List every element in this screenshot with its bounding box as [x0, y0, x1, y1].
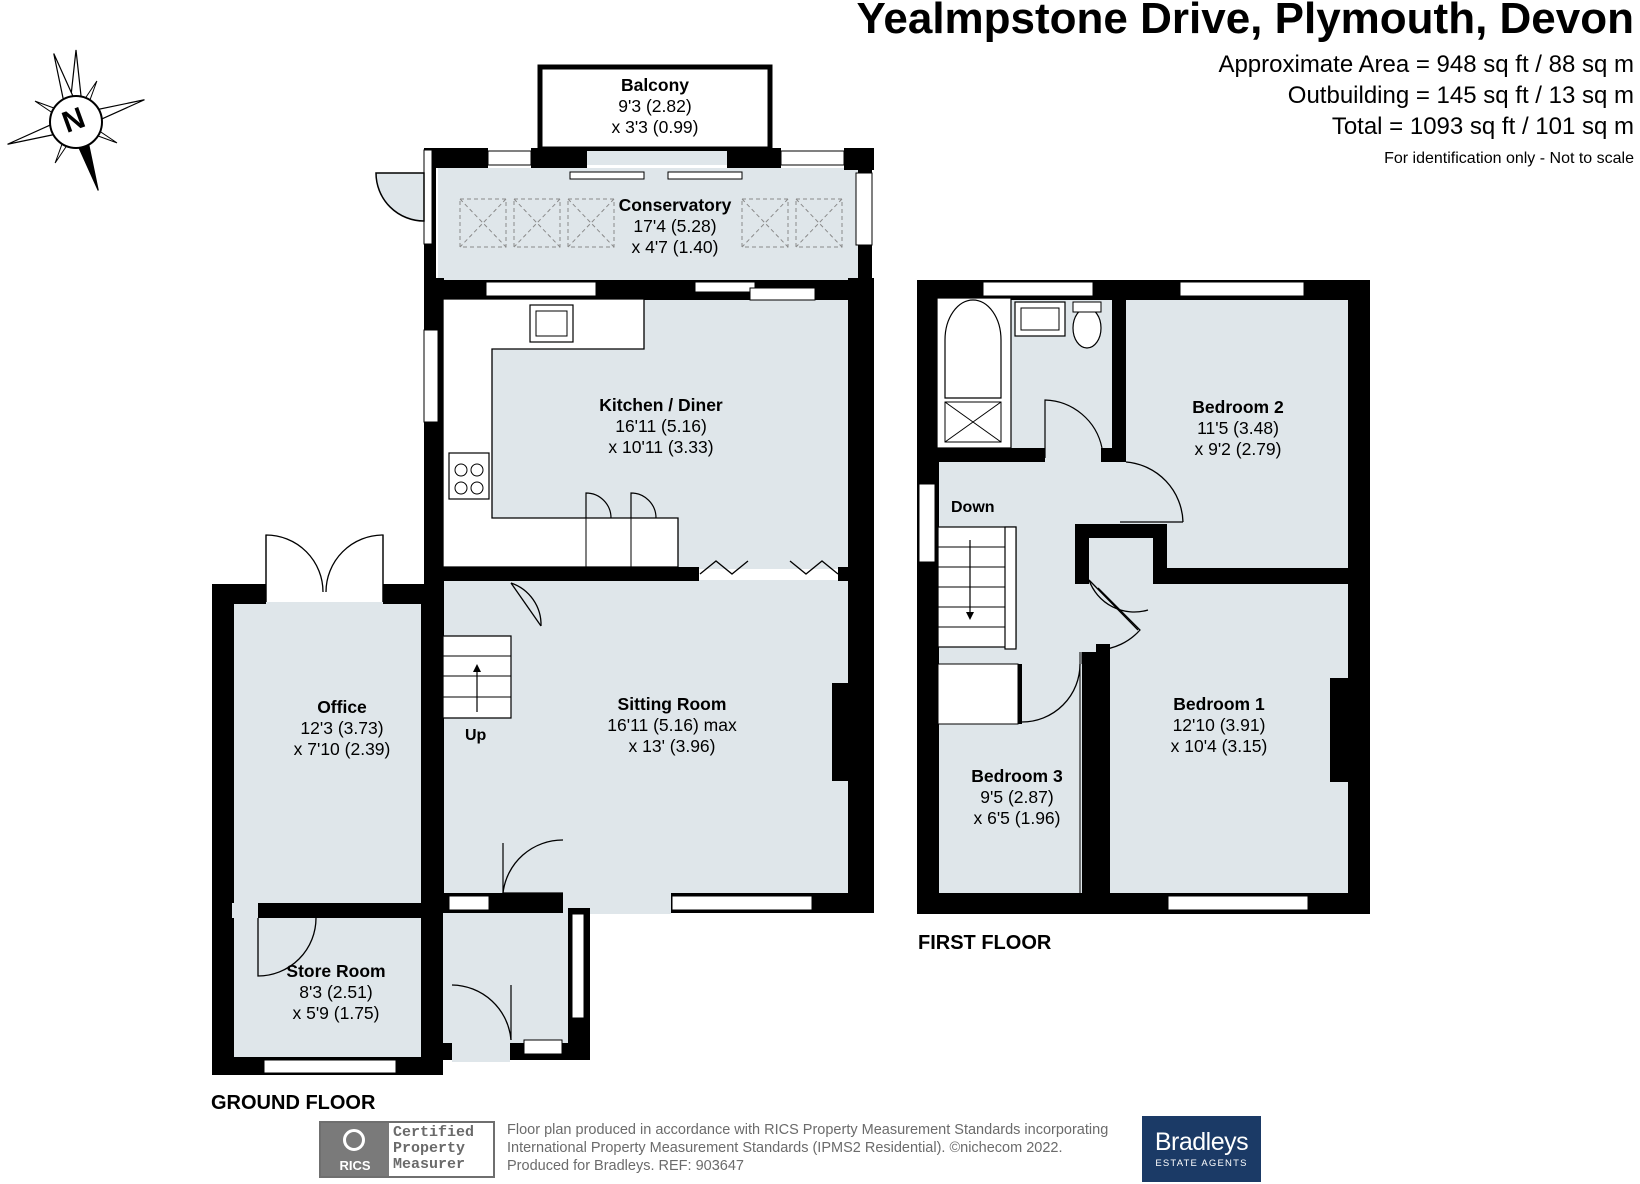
room-kitchen-diner: Kitchen / Diner 16'11 (5.16) x 10'11 (3.…	[599, 395, 723, 458]
room-dimension: 16'11 (5.16) max	[607, 715, 737, 735]
room-dimension: 12'10 (3.91)	[1172, 715, 1266, 735]
room-dimension: 16'11 (5.16)	[615, 416, 707, 436]
first-floor-plan	[917, 280, 1370, 914]
room-name: Balcony	[620, 75, 690, 95]
rics-certified-badge: RICS Certified Property Measurer	[319, 1121, 495, 1178]
property-title: Yealmpstone Drive, Plymouth, Devon	[856, 0, 1634, 43]
room-name: Conservatory	[618, 195, 732, 215]
room-dimension: 12'3 (3.73)	[300, 718, 384, 738]
room-dimension: x 7'10 (2.39)	[293, 739, 391, 759]
room-office: Office 12'3 (3.73) x 7'10 (2.39)	[294, 697, 391, 760]
room-dimension: x 6'5 (1.96)	[973, 808, 1061, 828]
room-name: Sitting Room	[617, 694, 727, 714]
stairs-up-label: Up	[465, 727, 487, 744]
note-line: International Property Measurement Stand…	[507, 1140, 1063, 1156]
room-name: Store Room	[286, 961, 386, 981]
measurement-standards-note: Floor plan produced in accordance with R…	[507, 1121, 1108, 1175]
room-dimension: 11'5 (3.48)	[1197, 418, 1279, 438]
room-dimension: x 10'4 (3.15)	[1170, 736, 1268, 756]
rics-logo: RICS	[321, 1123, 389, 1176]
rics-emblem-icon	[343, 1129, 365, 1151]
room-dimension: 8'3 (2.51)	[299, 982, 373, 1002]
room-sitting-room: Sitting Room 16'11 (5.16) max x 13' (3.9…	[607, 694, 736, 757]
room-dimension: 9'3 (2.82)	[618, 96, 692, 116]
room-dimension: x 13' (3.96)	[628, 736, 716, 756]
room-dimension: x 5'9 (1.75)	[292, 1003, 380, 1023]
stairs-down-label: Down	[951, 499, 995, 516]
room-name: Office	[317, 697, 367, 717]
room-dimension: x 10'11 (3.33)	[608, 437, 714, 457]
room-dimension: x 9'2 (2.79)	[1194, 439, 1282, 459]
room-bedroom-2: Bedroom 2 11'5 (3.48) x 9'2 (2.79)	[1192, 397, 1283, 460]
room-dimension: x 4'7 (1.40)	[631, 237, 719, 257]
bradleys-logo: Bradleys ESTATE AGENTS	[1142, 1116, 1261, 1182]
total-area: Total = 1093 sq ft / 101 sq m	[1331, 113, 1634, 140]
first-floor-label: FIRST FLOOR	[918, 932, 1052, 954]
room-name: Kitchen / Diner	[599, 395, 723, 415]
room-name: Bedroom 1	[1173, 694, 1265, 714]
rics-badge-text: Certified Property Measurer	[393, 1125, 474, 1173]
approximate-area: Approximate Area = 948 sq ft / 88 sq m	[1218, 51, 1634, 78]
room-name: Bedroom 2	[1192, 397, 1284, 417]
note-line: Produced for Bradleys. REF: 903647	[507, 1158, 744, 1174]
rics-line: Property	[393, 1140, 466, 1157]
brand-name: Bradleys	[1154, 1128, 1249, 1156]
rics-logo-text: RICS	[339, 1158, 371, 1173]
room-balcony: Balcony 9'3 (2.82) x 3'3 (0.99)	[612, 75, 699, 138]
compass-rose-icon	[7, 49, 145, 191]
room-name: Bedroom 3	[971, 766, 1063, 786]
note-line: Floor plan produced in accordance with R…	[507, 1122, 1109, 1138]
room-bedroom-1: Bedroom 1 12'10 (3.91) x 10'4 (3.15)	[1171, 694, 1268, 757]
ground-floor-label: GROUND FLOOR	[211, 1092, 376, 1114]
room-bedroom-3: Bedroom 3 9'5 (2.87) x 6'5 (1.96)	[971, 766, 1062, 829]
ground-floor-plan	[212, 64, 874, 1075]
room-conservatory: Conservatory 17'4 (5.28) x 4'7 (1.40)	[619, 195, 732, 258]
brand-subtitle: ESTATE AGENTS	[1155, 1158, 1248, 1169]
rics-line: Measurer	[393, 1156, 466, 1173]
outbuilding-area: Outbuilding = 145 sq ft / 13 sq m	[1287, 82, 1634, 109]
room-dimension: x 3'3 (0.99)	[611, 117, 699, 137]
room-dimension: 9'5 (2.87)	[980, 787, 1054, 807]
room-store-room: Store Room 8'3 (2.51) x 5'9 (1.75)	[286, 961, 385, 1024]
scale-disclaimer: For identification only - Not to scale	[1384, 150, 1634, 167]
room-dimension: 17'4 (5.28)	[633, 216, 717, 236]
rics-line: Certified	[393, 1124, 475, 1141]
